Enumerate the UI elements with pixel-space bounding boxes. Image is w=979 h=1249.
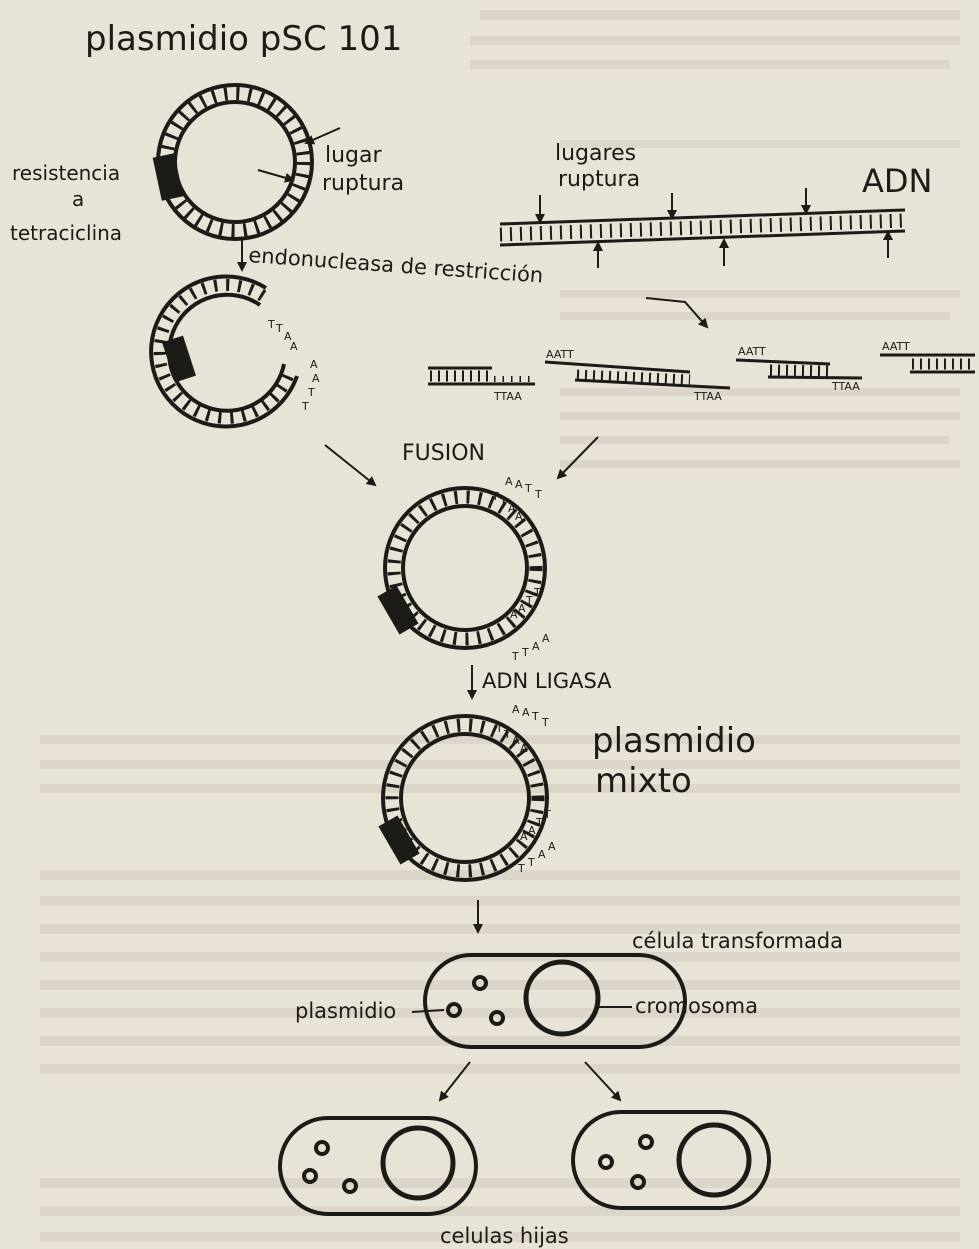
svg-text:A: A [518, 602, 526, 615]
svg-text:A: A [542, 632, 550, 645]
fragment-2-top-end: AATT [546, 348, 574, 361]
svg-text:T: T [524, 482, 532, 495]
diagram-title: plasmidio pSC 101 [85, 19, 402, 59]
svg-text:T: T [534, 488, 542, 501]
svg-text:T: T [541, 716, 549, 729]
svg-text:A: A [312, 372, 320, 385]
svg-text:A: A [522, 706, 530, 719]
svg-text:T: T [543, 808, 551, 821]
resistencia-a-label: a [72, 187, 84, 211]
fragment-3-top-end: AATT [738, 345, 766, 358]
celulas-hijas-label: celulas hijas [440, 1224, 569, 1248]
svg-text:T: T [517, 862, 525, 875]
lugar-label: lugar [325, 143, 383, 168]
fragment-2-bottom-end: TTAA [693, 390, 722, 403]
svg-text:A: A [515, 510, 523, 523]
svg-text:T: T [531, 710, 539, 723]
daughter-cell-right [573, 1112, 769, 1208]
svg-text:A: A [310, 358, 318, 371]
svg-text:T: T [525, 594, 533, 607]
plasmid-psc101 [153, 85, 312, 239]
svg-text:A: A [512, 703, 520, 716]
restriction-site-arrow-inner [258, 170, 293, 180]
daughter-cell-left [280, 1118, 476, 1214]
svg-text:T: T [527, 856, 535, 869]
fragment-3-bottom-end: TTAA [831, 380, 860, 393]
svg-text:T: T [533, 586, 541, 599]
svg-text:A: A [538, 848, 546, 861]
svg-text:A: A [520, 742, 528, 755]
linear-dna-double-strand [500, 210, 905, 245]
fragment-4-top-end: AATT [882, 340, 910, 353]
svg-text:T: T [267, 318, 275, 331]
tetraciclina-label: tetraciclina [10, 221, 122, 245]
svg-text:T: T [535, 816, 543, 829]
fusion-arrow-left [325, 445, 375, 485]
mixto-label: mixto [595, 761, 692, 801]
svg-text:T: T [301, 400, 309, 413]
svg-text:T: T [307, 386, 315, 399]
lugares-ruptura-label: ruptura [558, 167, 640, 192]
svg-text:A: A [290, 340, 298, 353]
plasmidio-mixto-label: plasmidio [592, 721, 756, 761]
svg-text:T: T [511, 650, 519, 663]
fusion-label: FUSION [402, 441, 485, 466]
ruptura-label: ruptura [322, 171, 404, 196]
svg-text:A: A [515, 478, 523, 491]
svg-text:A: A [505, 475, 513, 488]
cromosoma-label: cromosoma [635, 994, 758, 1018]
svg-text:A: A [510, 608, 518, 621]
svg-text:A: A [520, 830, 528, 843]
fragment-1-bottom-end: TTAA [493, 390, 522, 403]
endonucleasa-label: endonucleasa de restricción [248, 243, 544, 288]
plasmidio-label: plasmidio [295, 999, 396, 1023]
svg-text:T: T [491, 490, 499, 503]
svg-text:A: A [528, 824, 536, 837]
adn-label: ADN [862, 162, 932, 200]
resistencia-label: resistencia [12, 161, 120, 185]
svg-text:T: T [503, 728, 511, 741]
restriction-site-arrow-outer [306, 128, 340, 143]
svg-text:T: T [275, 322, 283, 335]
adn-ligasa-label: ADN LIGASA [482, 669, 612, 693]
svg-text:A: A [532, 640, 540, 653]
svg-text:T: T [495, 722, 503, 735]
svg-text:A: A [548, 840, 556, 853]
celula-transformada-label: célula transformada [632, 929, 843, 953]
svg-text:T: T [521, 646, 529, 659]
lugares-label: lugares [555, 141, 636, 166]
svg-text:A: A [512, 734, 520, 747]
opened-plasmid [151, 277, 297, 427]
svg-text:T: T [499, 496, 507, 509]
